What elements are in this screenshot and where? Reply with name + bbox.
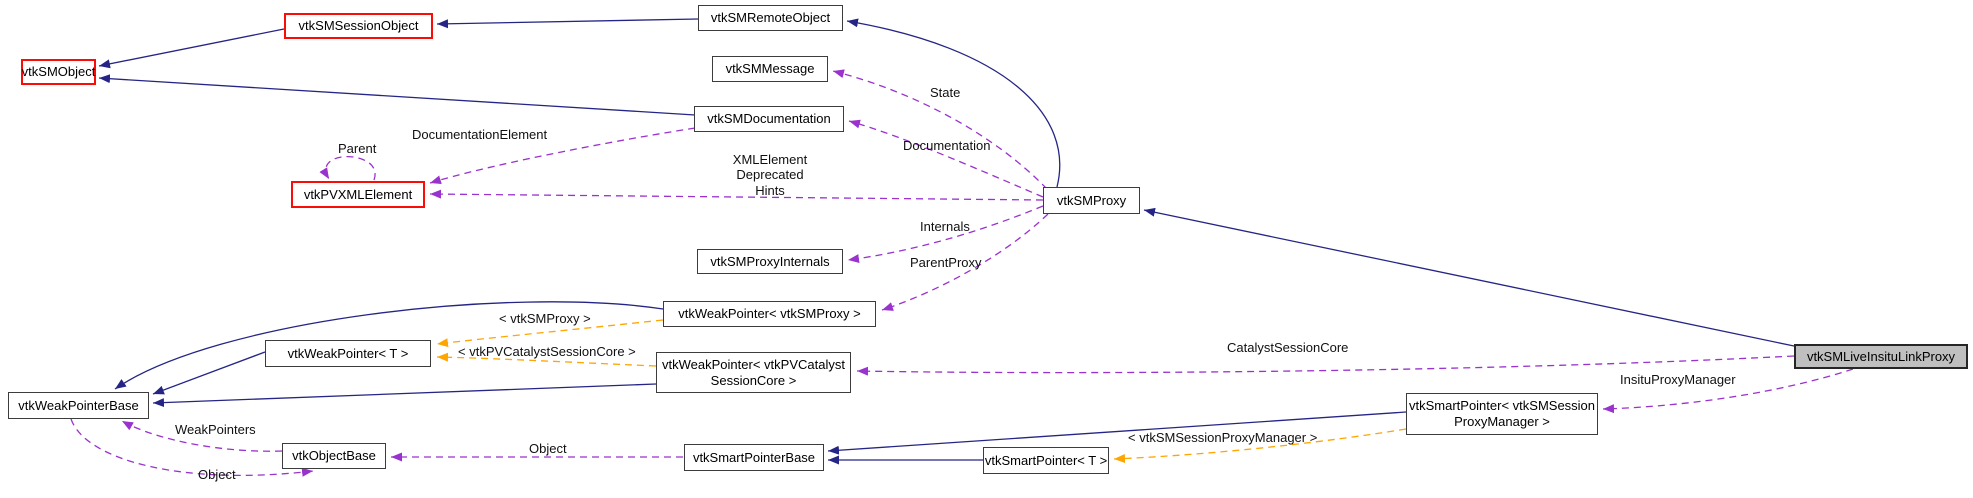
edge-label-internals: Internals (920, 219, 970, 234)
edge-inherit-liveinsitu-smproxy (1143, 207, 1795, 347)
edge-inherit-weakptrt-weakptrbase (152, 351, 266, 395)
edge-usage-xmlelement (429, 189, 1044, 201)
edge-label-xmlelement-deprecated-hints: XMLElement Deprecated Hints (727, 152, 813, 198)
node-label-line2: SessionCore > (710, 372, 797, 388)
node-vtksmmessage[interactable]: vtkSMMessage (712, 56, 828, 82)
node-vtksmsessionobject[interactable]: vtkSMSessionObject (284, 13, 433, 39)
node-vtkpvxmlelement[interactable]: vtkPVXMLElement (291, 181, 425, 208)
edge-inherit-sessionobject-smobject (98, 28, 285, 69)
node-vtkobjectbase[interactable]: vtkObjectBase (282, 443, 386, 469)
edge-label-insituproxymanager: InsituProxyManager (1620, 372, 1736, 387)
edge-label-weakpointers: WeakPointers (175, 422, 256, 437)
edge-usage-internals (847, 205, 1044, 264)
edge-label-documentation: Documentation (903, 138, 991, 153)
node-vtksmremoteobject[interactable]: vtkSMRemoteObject (698, 5, 843, 31)
edge-usage-catalystsessioncore (856, 355, 1795, 376)
edge-inherit-documentation-smobject (98, 74, 696, 116)
node-vtksmartpointer-t[interactable]: vtkSmartPointer< T > (983, 447, 1109, 474)
node-label: vtkSmartPointerBase (692, 449, 816, 465)
edge-usage-documentation (848, 119, 1044, 198)
node-label: vtkWeakPointerBase (18, 397, 139, 413)
edge-usage-documentationelement (429, 127, 696, 185)
node-label: vtkSMSessionObject (298, 18, 419, 34)
node-label: vtkPVXMLElement (303, 186, 413, 202)
edge-inherit-remoteobject-sessionobject (436, 18, 699, 29)
node-vtkweakpointer-vtksmproxy[interactable]: vtkWeakPointer< vtkSMProxy > (663, 301, 876, 327)
node-label: vtkSMProxyInternals (710, 253, 830, 269)
edge-inherit-weakptrsmproxy-weakptrbase (114, 301, 664, 390)
node-label-line1: vtkWeakPointer< vtkPVCatalyst (662, 356, 845, 372)
node-label-line1: vtkSmartPointer< vtkSMSession (1408, 398, 1596, 414)
node-label: vtkSMDocumentation (707, 111, 831, 127)
edge-label-hints: Hints (755, 182, 785, 198)
edge-label-template-vtksmsessionproxymanager: < vtkSMSessionProxyManager > (1128, 430, 1318, 445)
edge-label-state: State (930, 85, 961, 100)
node-vtkweakpointer-vtkpvcatalystsessioncore[interactable]: vtkWeakPointer< vtkPVCatalyst SessionCor… (656, 352, 851, 393)
node-vtksmobject[interactable]: vtkSMObject (21, 59, 96, 85)
node-label: vtkSMLiveInsituLinkProxy (1806, 348, 1956, 364)
node-vtksmproxy[interactable]: vtkSMProxy (1043, 187, 1140, 214)
edge-label-documentationelement: DocumentationElement (412, 127, 548, 142)
edge-usage-parentproxy (881, 213, 1049, 311)
edge-inherit-weakptrcatalyst-weakptrbase (152, 383, 657, 408)
edge-label-object-smartpointerbase: Object (529, 441, 567, 456)
edge-usage-object-weakptrbase (70, 418, 314, 477)
edge-usage-state (832, 69, 1048, 190)
edge-template-weakptr-catalyst (436, 352, 657, 367)
node-vtkweakpointer-t[interactable]: vtkWeakPointer< T > (265, 340, 431, 367)
edge-inherit-smproxy-remoteobject (846, 18, 1061, 188)
node-label: vtkSMRemoteObject (710, 10, 831, 26)
edge-label-parentproxy: ParentProxy (910, 255, 982, 270)
node-label: vtkSMObject (21, 64, 96, 80)
node-vtksmartpointer-vtksmsessionproxymanager[interactable]: vtkSmartPointer< vtkSMSession ProxyManag… (1406, 393, 1598, 435)
node-label: vtkSMMessage (725, 61, 815, 77)
node-label: vtkWeakPointer< vtkSMProxy > (678, 306, 861, 322)
node-vtkweakpointerbase[interactable]: vtkWeakPointerBase (8, 392, 149, 419)
edge-label-template-vtksmproxy: < vtkSMProxy > (499, 311, 591, 326)
node-label: vtkSmartPointer< T > (984, 452, 1108, 468)
edge-template-smartptr-spm (1113, 428, 1407, 464)
node-label: vtkObjectBase (292, 448, 376, 464)
edge-inherit-smartptrspm-smartptrbase (827, 411, 1407, 455)
edge-label-parent: Parent (338, 141, 377, 156)
edge-label-deprecated: Deprecated (736, 167, 804, 183)
edge-label-xmlelement: XMLElement (732, 152, 808, 167)
node-vtksmliveinsitulinkproxy-main: vtkSMLiveInsituLinkProxy (1794, 344, 1968, 369)
node-label: vtkWeakPointer< T > (287, 345, 409, 361)
node-vtksmdocumentation[interactable]: vtkSMDocumentation (694, 106, 844, 132)
node-label: vtkSMProxy (1056, 192, 1127, 208)
edge-usage-insituproxymanager (1602, 368, 1854, 414)
node-vtksmartpointerbase[interactable]: vtkSmartPointerBase (684, 444, 824, 471)
node-label-line2: ProxyManager > (1454, 414, 1550, 429)
edge-template-weakptr-smproxy (436, 319, 664, 348)
edge-label-object-weakpointerbase: Object (198, 467, 236, 482)
edge-usage-weakpointers (121, 420, 283, 452)
edge-usage-parent-selfloop (319, 155, 376, 181)
node-vtksmproxyinternals[interactable]: vtkSMProxyInternals (697, 249, 843, 274)
edge-label-template-vtkpvcatalystsessioncore: < vtkPVCatalystSessionCore > (458, 344, 636, 359)
edge-label-catalystsessioncore: CatalystSessionCore (1227, 340, 1349, 355)
